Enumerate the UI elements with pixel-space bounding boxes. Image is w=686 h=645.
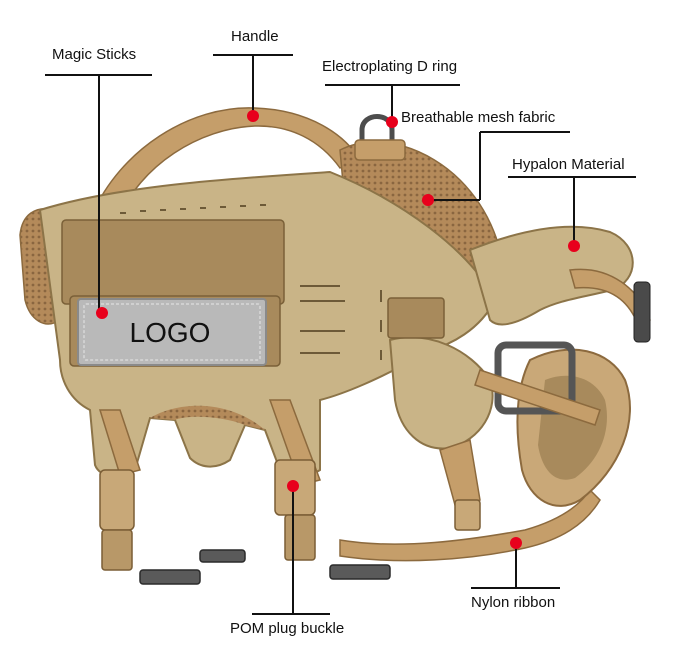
label-magic-sticks: Magic Sticks xyxy=(52,46,137,63)
rear-clip xyxy=(633,281,651,343)
callout-lines xyxy=(45,54,636,615)
d-ring-tab xyxy=(354,139,406,161)
label-d-ring: Electroplating D ring xyxy=(322,58,458,75)
label-pom: POM plug buckle xyxy=(230,620,345,637)
perforation-rows xyxy=(120,204,382,360)
mesh-belly xyxy=(150,405,265,430)
logo-text: LOGO xyxy=(130,317,211,348)
label-mesh: Breathable mesh fabric xyxy=(401,109,556,126)
strap-sliders xyxy=(139,549,391,585)
velcro-patch xyxy=(61,219,285,305)
side-velcro-square xyxy=(387,297,445,339)
label-hypalon: Hypalon Material xyxy=(512,156,625,173)
label-nylon: Nylon ribbon xyxy=(471,594,556,611)
flank-panel xyxy=(388,336,494,450)
label-handle: Handle xyxy=(231,28,279,45)
callout-dots xyxy=(96,110,580,549)
logo-patch xyxy=(77,298,267,366)
